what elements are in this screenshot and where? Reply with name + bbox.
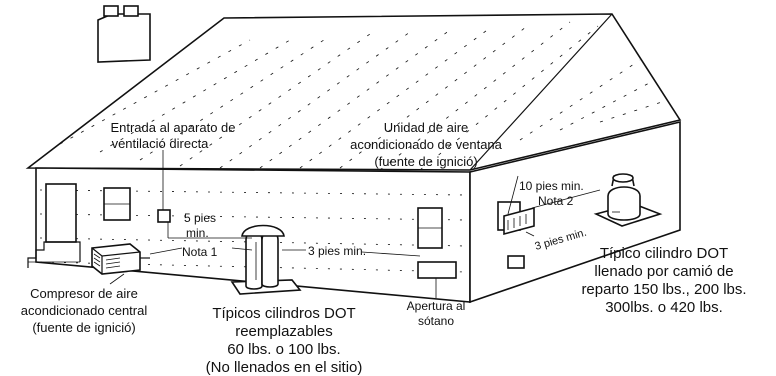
roof [25, 13, 682, 171]
cyl-dot-label-4: (No llenados en el sitio) [206, 359, 363, 376]
leader-lines [109, 150, 620, 298]
side-basement-opening [507, 255, 525, 269]
basement-label-2: sótano [418, 314, 454, 328]
note2-label: Nota 2 [538, 194, 574, 208]
window-ac-label-1: Unidad de aire [384, 120, 469, 135]
chimney [97, 5, 151, 63]
ac-compressor [91, 243, 150, 275]
dist-5ft-label-2: min. [186, 226, 209, 240]
basement-label-1: Apertura al [407, 299, 466, 313]
dist-3ft-label: 3 pies min. [308, 244, 366, 258]
compressor-label-2: acondicionado central [21, 303, 148, 318]
cyl-dot-label-1: Típicos cilindros DOT [212, 305, 355, 322]
basement-opening [417, 261, 457, 279]
vent-entry-label-2: ventilació directa [112, 136, 210, 151]
window-ac-unit [503, 206, 535, 236]
window-ac-label-3: (fuente de ignició) [374, 154, 477, 169]
cyl-dot-label-2: reemplazables [235, 323, 333, 340]
truck-cyl-label-1: Típico cilindro DOT [600, 245, 728, 262]
truck-cyl-label-4: 300lbs. o 420 lbs. [605, 299, 723, 316]
compressor-label-1: Compresor de aire [30, 286, 138, 301]
note1-label: Nota 1 [182, 245, 218, 259]
truck-cyl-label-3: reparto 150 lbs., 200 lbs. [581, 281, 746, 298]
dist-5ft-label-1: 5 pies [184, 211, 216, 225]
cyl-dot-label-3: 60 lbs. o 100 lbs. [227, 341, 340, 358]
dot-cylinders-pair [230, 224, 302, 295]
truck-cyl-label-2: llenado por camió de [594, 263, 733, 280]
vent-entry-label-1: Entrada al aparato de [110, 120, 235, 135]
compressor-label-3: (fuente de ignició) [32, 320, 135, 335]
window-ac-label-2: acondicionado de ventana [350, 137, 503, 152]
vent-terminal [157, 209, 171, 223]
front-door [27, 183, 81, 268]
dist-10ft-label: 10 pies min. [519, 179, 584, 193]
